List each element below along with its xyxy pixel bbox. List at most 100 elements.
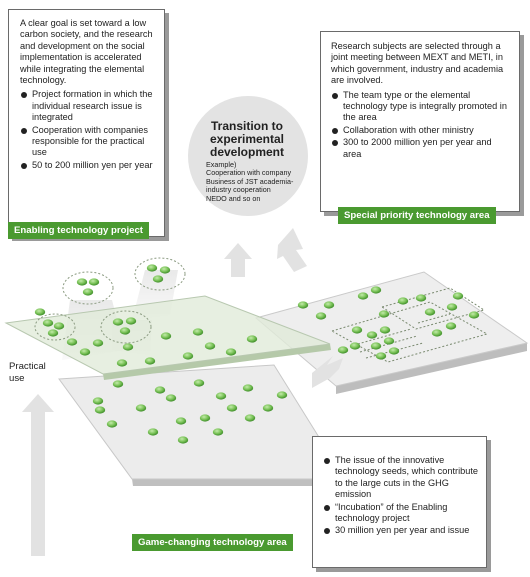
game-changing-bullets: The issue of the innovative technology s… xyxy=(323,455,478,537)
cells xyxy=(34,264,480,444)
cell-dot xyxy=(177,436,189,444)
cell-dot xyxy=(383,337,395,345)
cell-dot xyxy=(397,297,409,305)
bottom-plate xyxy=(58,364,346,486)
cell-dot xyxy=(388,347,400,355)
transition-text: Transition to experimental development E… xyxy=(198,120,308,203)
cell-dot xyxy=(445,322,457,330)
cell-dot xyxy=(122,343,134,351)
game-changing-label: Game-changing technology area xyxy=(132,534,293,551)
cell-dot xyxy=(66,338,78,346)
cell-dot xyxy=(146,264,158,272)
cell-dot xyxy=(297,301,309,309)
enabling-bullets: Project formation in which the individua… xyxy=(20,89,156,171)
cell-dot xyxy=(154,386,166,394)
special-bullet: Collaboration with other ministry xyxy=(331,125,511,136)
cell-dot xyxy=(366,331,378,339)
bullet-icon xyxy=(21,162,27,169)
right-plate xyxy=(254,271,529,394)
game-changing-box: The issue of the innovative technology s… xyxy=(312,436,487,568)
cell-dot xyxy=(215,392,227,400)
arrow-diagonal-right xyxy=(312,356,343,388)
cell-dot xyxy=(125,317,137,325)
cell-dot xyxy=(370,342,382,350)
cell-dot xyxy=(262,404,274,412)
special-intro: Research subjects are selected through a… xyxy=(331,41,504,86)
cell-dot xyxy=(452,292,464,300)
cell-dot xyxy=(175,417,187,425)
cell-dot xyxy=(112,380,124,388)
cell-dot xyxy=(53,322,65,330)
cell-dot xyxy=(379,326,391,334)
cell-dot xyxy=(42,319,54,327)
bullet-icon xyxy=(332,140,338,147)
arrows xyxy=(22,228,343,556)
cell-dot xyxy=(116,359,128,367)
special-label: Special priority technology area xyxy=(338,207,496,224)
enabling-bullet: Project formation in which the individua… xyxy=(20,89,156,123)
practical-use-label: Practical use xyxy=(9,361,46,384)
enabling-label: Enabling technology project xyxy=(8,222,149,239)
cell-dot xyxy=(88,278,100,286)
bullet-icon xyxy=(21,92,27,99)
cell-dot xyxy=(144,357,156,365)
cell-dot xyxy=(226,404,238,412)
cell-dot xyxy=(468,311,480,319)
cell-dot xyxy=(204,342,216,350)
game-changing-bullet: The issue of the innovative technology s… xyxy=(323,455,478,501)
cell-dot xyxy=(112,318,124,326)
cell-dot xyxy=(424,308,436,316)
arrow-up-right xyxy=(277,228,307,272)
arrow-up-center xyxy=(224,243,252,277)
bullet-icon xyxy=(332,92,338,99)
transition-example: Business of JST academia- xyxy=(206,176,294,186)
cell-dot xyxy=(152,275,164,283)
cell-dot xyxy=(119,327,131,335)
bullet-icon xyxy=(324,504,330,511)
cell-dot xyxy=(244,414,256,422)
cell-dot xyxy=(357,292,369,300)
bullet-icon xyxy=(332,127,338,134)
enabling-bullet: 50 to 200 million yen per year xyxy=(20,160,156,171)
bullet-icon xyxy=(21,127,27,134)
cell-dot xyxy=(415,294,427,302)
transition-example: Cooperation with company xyxy=(206,168,292,178)
cell-dot xyxy=(212,428,224,436)
cell-dot xyxy=(276,391,288,399)
cell-dot xyxy=(246,335,258,343)
enabling-bullet: Cooperation with companies responsible f… xyxy=(20,125,156,159)
bullet-icon xyxy=(324,528,330,535)
cell-dot xyxy=(135,404,147,412)
cell-dot xyxy=(370,286,382,294)
cell-dot xyxy=(182,352,194,360)
special-box: Research subjects are selected through a… xyxy=(320,31,520,212)
cell-dot xyxy=(165,394,177,402)
cell-dot xyxy=(147,428,159,436)
cell-dot xyxy=(193,379,205,387)
cell-dot xyxy=(225,348,237,356)
cell-dot xyxy=(34,308,46,316)
bullet-icon xyxy=(324,458,330,464)
cell-dot xyxy=(82,288,94,296)
cell-dot xyxy=(159,266,171,274)
cell-dot xyxy=(337,346,349,354)
cell-dot xyxy=(375,352,387,360)
cell-dot xyxy=(446,303,458,311)
cell-dot xyxy=(242,384,254,392)
transition-title: Transition to experimental development xyxy=(209,119,285,159)
game-changing-bullet: 30 million yen per year and issue xyxy=(323,525,478,536)
cell-dot xyxy=(92,339,104,347)
cell-dot xyxy=(47,329,59,337)
special-bullets: The team type or the elemental technolog… xyxy=(331,90,511,160)
cell-dot xyxy=(106,420,118,428)
cell-dot xyxy=(160,332,172,340)
enabling-box: A clear goal is set toward a low carbon … xyxy=(8,9,165,237)
transition-circle xyxy=(188,96,308,216)
transition-example-label: Example) xyxy=(206,160,237,169)
cell-dot xyxy=(323,301,335,309)
cell-dot xyxy=(315,312,327,320)
cell-dot xyxy=(94,406,106,414)
cell-dot xyxy=(92,397,104,405)
cell-dot xyxy=(79,348,91,356)
